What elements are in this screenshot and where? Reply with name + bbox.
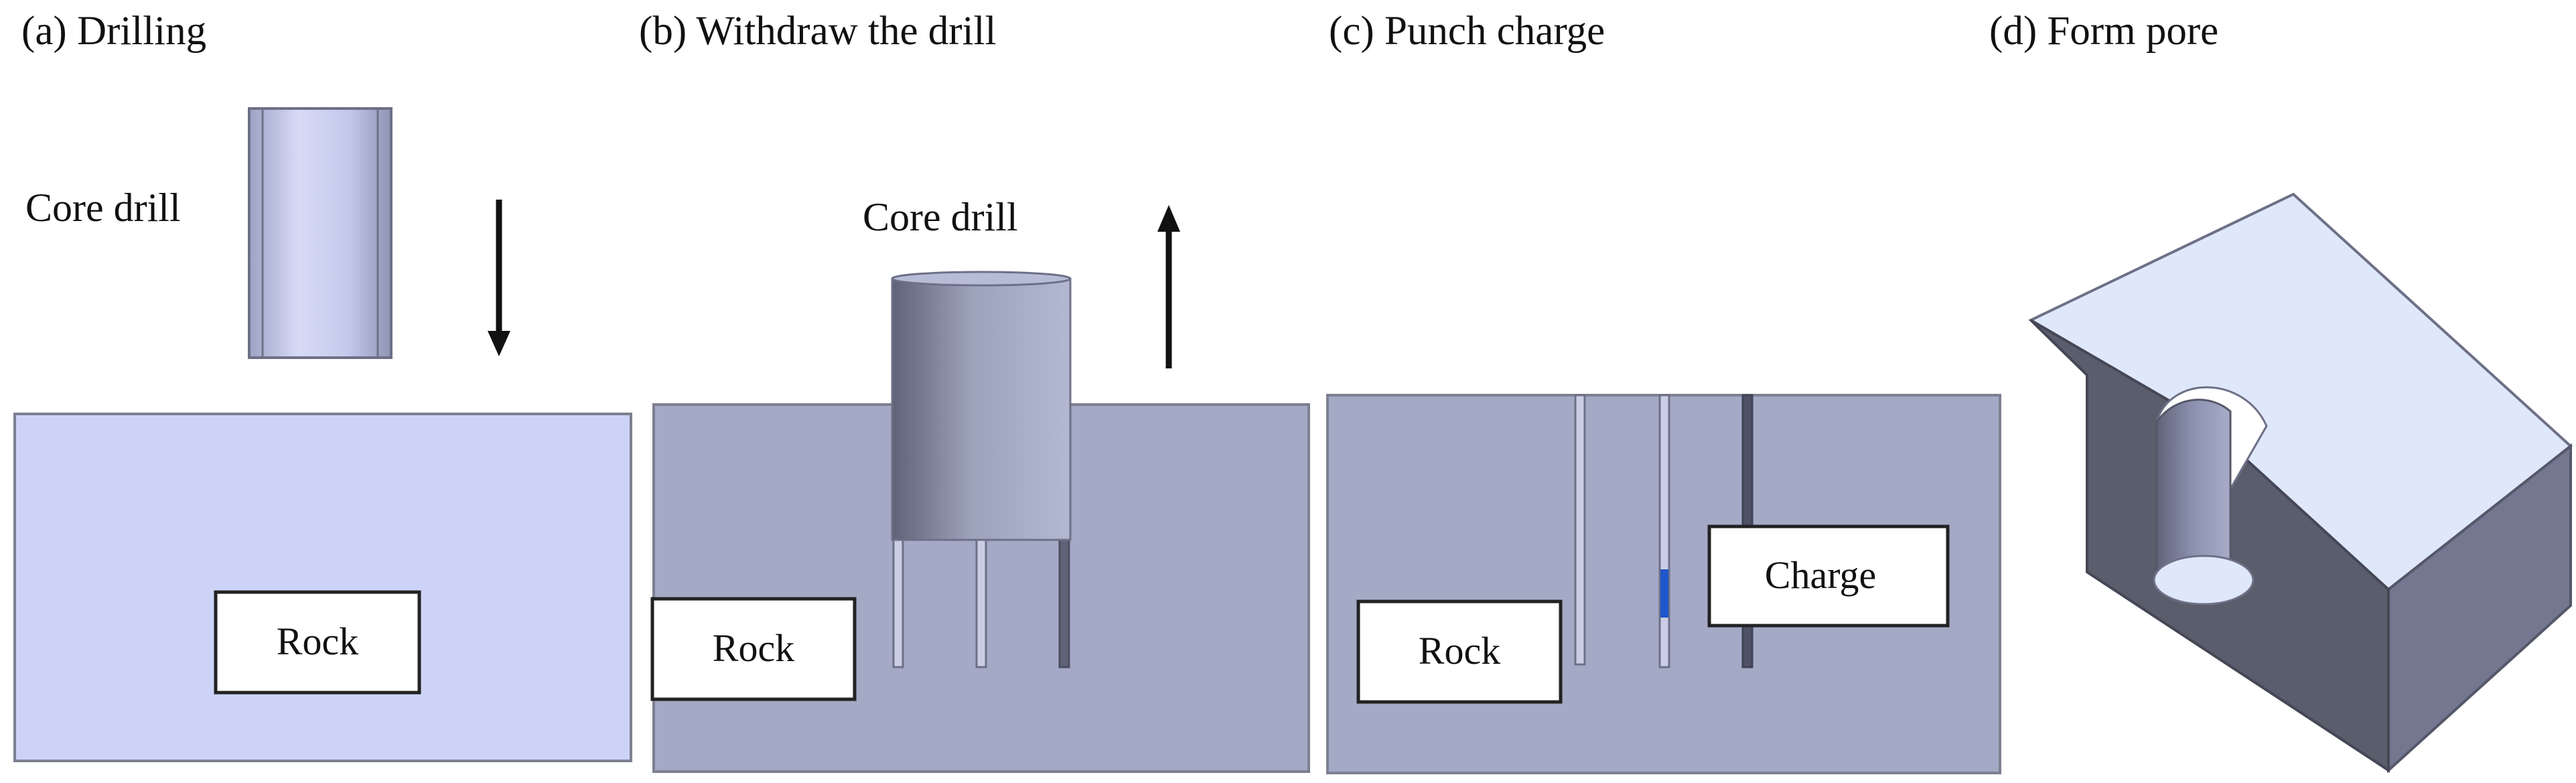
panel-a-title: (a) Drilling [21, 9, 206, 54]
pore-bottom [2153, 555, 2255, 606]
rock-label: Rock [277, 620, 358, 663]
panel-a-drilling: (a) Drilling Core drill Rock [13, 9, 632, 762]
down-arrow [488, 200, 510, 356]
rock-label-box: Rock [214, 590, 421, 695]
drill-slots [892, 535, 1070, 668]
charge-label-box: Charge [1707, 524, 1950, 628]
panel-b-title: (b) Withdraw the drill [639, 9, 996, 54]
pored-rock-block [2028, 192, 2573, 774]
core-drill-label: Core drill [863, 195, 1018, 239]
rock-block [13, 413, 632, 762]
core-drill-label: Core drill [25, 186, 181, 230]
rock-label: Rock [713, 626, 794, 670]
core-drill [891, 271, 1072, 541]
core-drill [248, 107, 392, 359]
charge-label: Charge [1765, 553, 1876, 597]
panel-c-title: (c) Punch charge [1329, 9, 1605, 54]
pore-inner-wall [2155, 399, 2232, 583]
rock-label: Rock [1419, 629, 1500, 672]
up-arrow [1157, 205, 1180, 368]
panel-b-withdraw: (b) Withdraw the drill Core drill Rock [639, 9, 1310, 773]
rock-label-box: Rock [1356, 599, 1563, 704]
panel-d-title: (d) Form pore [1989, 9, 2218, 54]
panel-d-form-pore: (d) Form pore [1989, 9, 2573, 774]
charge-segment [1660, 569, 1668, 618]
panel-c-punch-charge: (c) Punch charge Rock Charge [1326, 9, 2001, 774]
rock-label-box: Rock [650, 597, 857, 701]
